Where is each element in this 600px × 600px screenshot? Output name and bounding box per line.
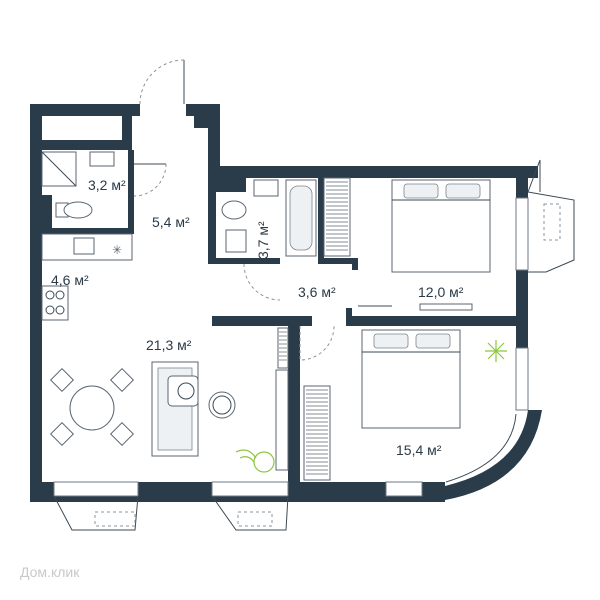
plant-icon bbox=[485, 340, 507, 362]
doors bbox=[133, 59, 392, 361]
room-label-corridor: 3,6 м² bbox=[298, 284, 336, 300]
room-labels: 3,2 м² 5,4 м² 3,7 м² 4,6 м² 3,6 м² 12,0 … bbox=[51, 177, 464, 458]
room-label-kitchen: 4,6 м² bbox=[51, 272, 89, 288]
room-label-hall: 5,4 м² bbox=[152, 214, 190, 230]
room-label-bedroom-1: 12,0 м² bbox=[418, 284, 464, 300]
wardrobes bbox=[275, 177, 351, 481]
bedroom-2-furniture bbox=[361, 329, 507, 429]
living-furniture bbox=[49, 361, 275, 473]
room-label-bathroom-1: 3,2 м² bbox=[88, 177, 126, 193]
bathroom-2-fixtures bbox=[221, 179, 317, 257]
room-label-living: 21,3 м² bbox=[146, 337, 192, 353]
room-label-bedroom-2: 15,4 м² bbox=[396, 442, 442, 458]
kitchen-fixtures: ✳ bbox=[41, 233, 133, 321]
bedroom-1-furniture bbox=[391, 179, 491, 311]
room-label-bathroom-2: 3,7 м² bbox=[255, 221, 271, 259]
bathroom-1-fixtures bbox=[41, 151, 115, 219]
svg-text:✳: ✳ bbox=[112, 243, 122, 257]
watermark-logo: Дом.клик bbox=[20, 564, 80, 580]
windows bbox=[53, 197, 542, 500]
plant-icon bbox=[235, 449, 275, 473]
balconies bbox=[53, 159, 575, 531]
